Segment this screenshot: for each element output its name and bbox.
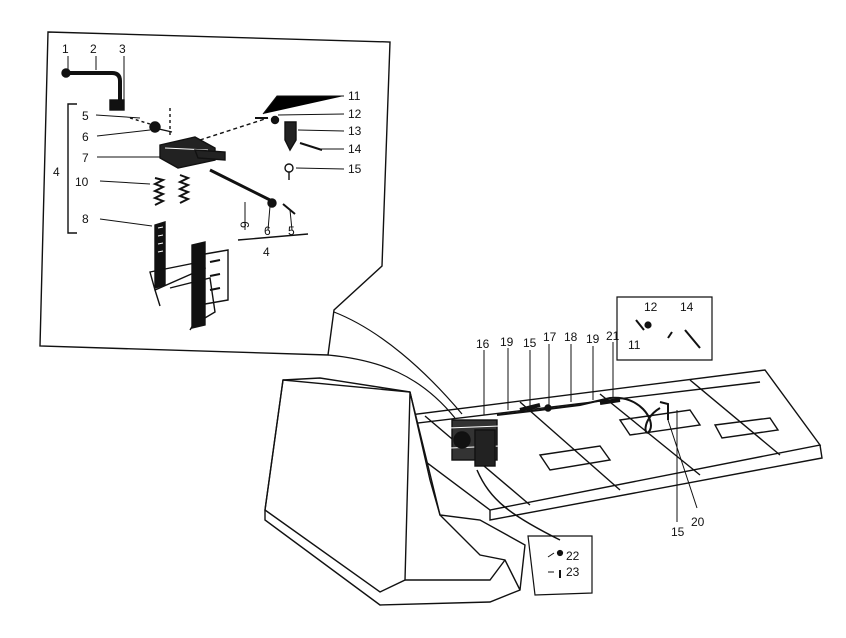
callout-label: 4 [53, 165, 60, 179]
callout-label: 18 [564, 330, 578, 344]
callout-label: 22 [566, 549, 580, 563]
callout-label: 23 [566, 565, 580, 579]
cable-lower [476, 469, 561, 541]
callout-label: 10 [75, 175, 89, 189]
callout-label: 12 [348, 107, 362, 121]
callout-label: 15 [348, 162, 362, 176]
callout-label: 2 [90, 42, 97, 56]
spring-part-right [177, 174, 191, 204]
callout-label: 5 [288, 224, 295, 238]
clip-part-15 [284, 163, 294, 173]
nut-part [109, 99, 125, 111]
callout-label: 11 [348, 89, 361, 103]
callout-label: 6 [82, 130, 89, 144]
callout-label: 9 [238, 221, 252, 228]
callout-label: 3 [119, 42, 126, 56]
main-leader-lines [483, 342, 698, 573]
lever-bracket-part [129, 108, 226, 169]
callout-label: 13 [348, 124, 362, 138]
callout-label: 8 [82, 212, 89, 226]
callout-label: 6 [264, 224, 271, 238]
rod-part [209, 168, 271, 202]
callout-label: 19 [500, 335, 514, 349]
callout-label: 15 [523, 336, 537, 350]
clevis-arm [199, 117, 269, 141]
cable-main [496, 396, 661, 434]
callout-label: 14 [348, 142, 362, 156]
callout-label: 11 [628, 338, 641, 352]
callout-label: 5 [82, 109, 89, 123]
inset-detail-panel [39, 31, 463, 419]
detail-box-lower [527, 535, 593, 596]
inset-parts [61, 68, 323, 331]
callout-label: 17 [543, 330, 557, 344]
detail-box-upper-right [616, 296, 713, 361]
main-frame-assembly [264, 369, 823, 606]
washer-part-b [267, 198, 277, 208]
washer-part [149, 121, 161, 133]
spring-part-left [152, 177, 166, 206]
pin-part [282, 203, 296, 215]
handle-pin-part [61, 68, 122, 100]
callout-label: 15 [671, 525, 685, 539]
callout-label: 21 [606, 329, 620, 343]
pedal-bracket-part [191, 241, 229, 329]
callout-label: 20 [691, 515, 705, 529]
group-bracket [67, 103, 77, 234]
inset-leader-lines [67, 56, 345, 231]
callout-label: 16 [476, 337, 490, 351]
callout-label: 19 [586, 332, 600, 346]
callout-label: 7 [82, 151, 89, 165]
main-mechanism [447, 396, 669, 541]
callout-label: 4 [263, 245, 270, 259]
callout-label: 12 [644, 300, 658, 314]
washer-part-12 [270, 115, 280, 125]
inset-callout-labels: 1 2 3 5 6 4 7 10 8 11 12 13 14 15 9 6 5 … [53, 42, 362, 259]
clevis-part-13 [284, 121, 297, 152]
main-callout-labels: 16 19 15 17 18 19 21 15 20 12 14 11 22 2… [476, 300, 705, 579]
group-underline [237, 233, 309, 241]
callout-label: 14 [680, 300, 694, 314]
callout-label: 1 [62, 42, 69, 56]
